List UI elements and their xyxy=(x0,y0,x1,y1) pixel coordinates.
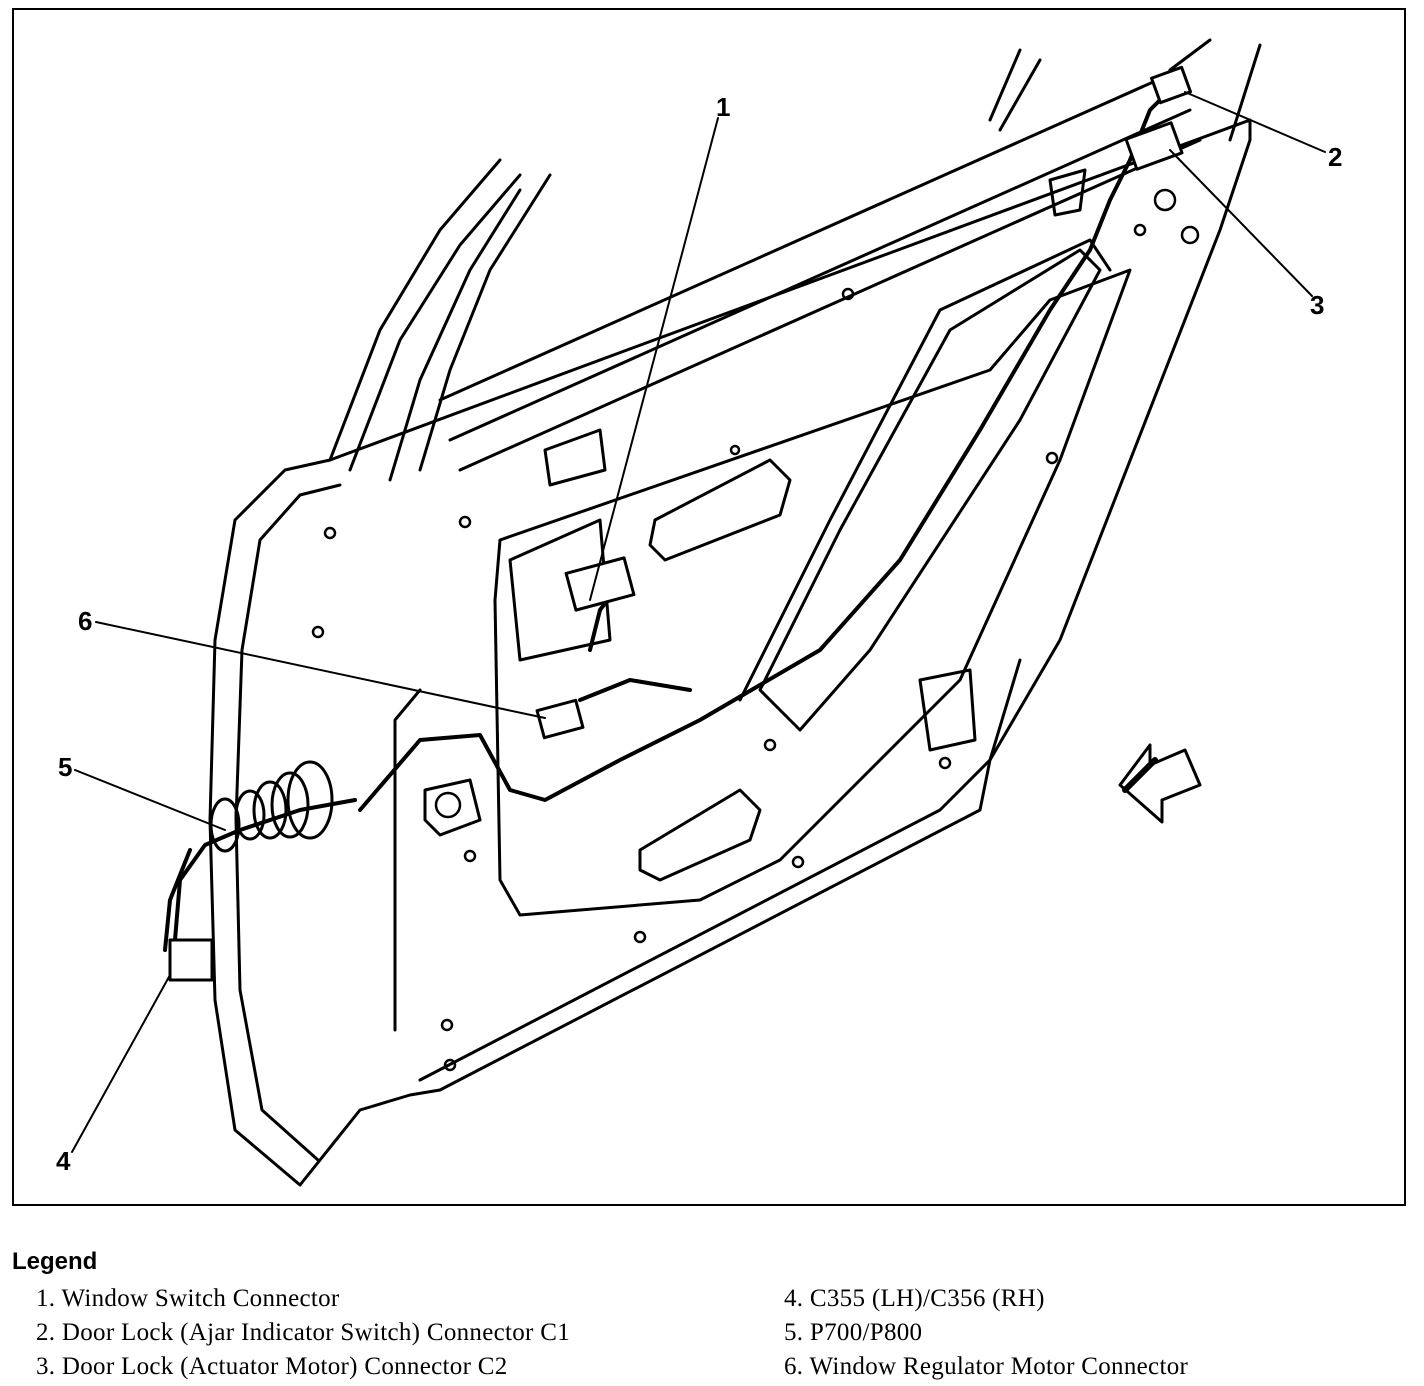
connectors xyxy=(168,65,1192,982)
legend-item: 2. Door Lock (Ajar Indicator Switch) Con… xyxy=(36,1319,571,1346)
callout-6: 6 xyxy=(78,606,92,636)
callout-4: 4 xyxy=(56,1146,71,1176)
legend-item: 5. P700/P800 xyxy=(784,1319,923,1346)
callout-1: 1 xyxy=(716,92,730,122)
legend-item: 3. Door Lock (Actuator Motor) Connector … xyxy=(36,1353,508,1380)
legend-title: Legend xyxy=(12,1248,98,1275)
callout-labels: 1 2 3 4 5 6 xyxy=(56,92,1342,1176)
door-outline xyxy=(208,38,1262,1187)
legend-column-right: 4. C355 (LH)/C356 (RH) 5. P700/P800 6. W… xyxy=(784,1282,1188,1384)
leader-lines xyxy=(71,91,1326,1153)
callout-3: 3 xyxy=(1310,290,1324,320)
wiring-harness xyxy=(163,83,1177,952)
diagram-frame xyxy=(12,8,1406,1206)
front-direction-arrow-icon xyxy=(1118,743,1202,824)
legend-item: 4. C355 (LH)/C356 (RH) xyxy=(784,1285,1045,1312)
callout-5: 5 xyxy=(58,752,72,782)
door-panel-holes xyxy=(311,188,1200,1072)
legend-column-left: 1. Window Switch Connector 2. Door Lock … xyxy=(36,1282,570,1384)
callout-2: 2 xyxy=(1328,142,1342,172)
legend-item: 6. Window Regulator Motor Connector xyxy=(784,1353,1189,1380)
legend-item: 1. Window Switch Connector xyxy=(36,1285,340,1312)
